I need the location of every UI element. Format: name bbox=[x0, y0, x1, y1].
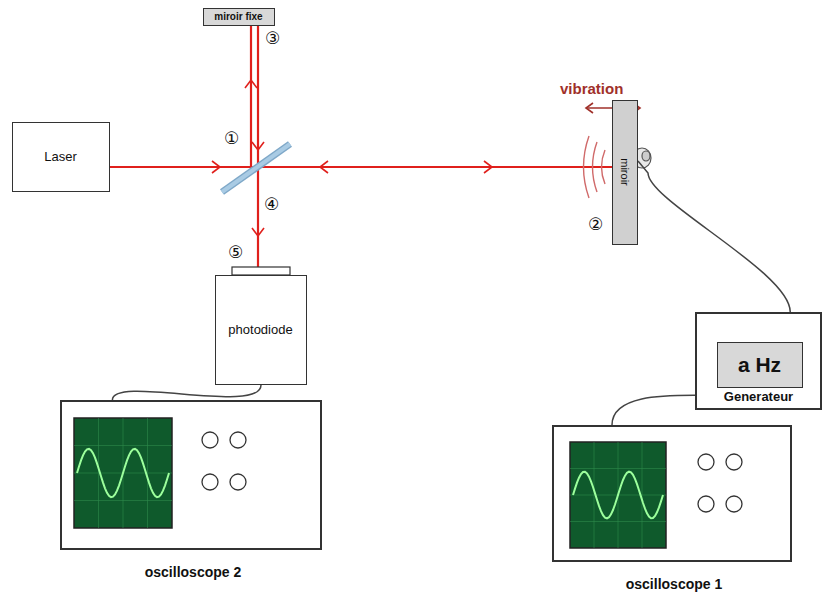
signal-wire bbox=[112, 385, 261, 400]
node-text: miroir fixe bbox=[214, 11, 262, 22]
callout-number: ④ bbox=[264, 196, 279, 213]
node-text: miroir bbox=[619, 158, 631, 186]
frequency-display: a Hz bbox=[717, 342, 803, 388]
node-text: Generateur bbox=[724, 389, 793, 404]
oscilloscope: oscilloscope 2 bbox=[60, 400, 322, 550]
callout-number: ② bbox=[588, 216, 603, 233]
sound-waves bbox=[584, 136, 606, 198]
vibrating-mirror: miroir bbox=[612, 100, 638, 245]
laser-beam bbox=[110, 26, 612, 268]
beam-splitter bbox=[222, 144, 290, 192]
generator-box: Generateur a Hz bbox=[695, 312, 822, 410]
callout-number: ① bbox=[224, 130, 239, 147]
device-label: oscilloscope 2 bbox=[145, 564, 241, 580]
oscilloscope: oscilloscope 1 bbox=[552, 425, 792, 562]
laser-box: Laser bbox=[12, 122, 110, 192]
beam-arrow bbox=[212, 80, 492, 236]
screen-trace bbox=[77, 449, 663, 518]
device-label: oscilloscope 1 bbox=[626, 576, 722, 592]
signal-wire bbox=[638, 161, 790, 312]
signal-wire bbox=[612, 395, 695, 425]
photodiode-box: photodiode bbox=[215, 275, 307, 385]
node-text: Laser bbox=[44, 149, 77, 164]
node-text: a Hz bbox=[738, 353, 781, 377]
oscilloscope-knob bbox=[202, 432, 742, 512]
vibration-label: vibration bbox=[560, 80, 623, 97]
fixed-mirror: miroir fixe bbox=[203, 8, 275, 26]
beam-splitter bbox=[222, 144, 290, 192]
node-text: photodiode bbox=[228, 322, 292, 337]
screen-grid bbox=[74, 418, 666, 548]
callout-number: ⑤ bbox=[228, 244, 243, 261]
callout-number: ③ bbox=[265, 30, 280, 47]
photodiode-window bbox=[232, 267, 290, 275]
oscilloscope-screen bbox=[74, 418, 666, 548]
